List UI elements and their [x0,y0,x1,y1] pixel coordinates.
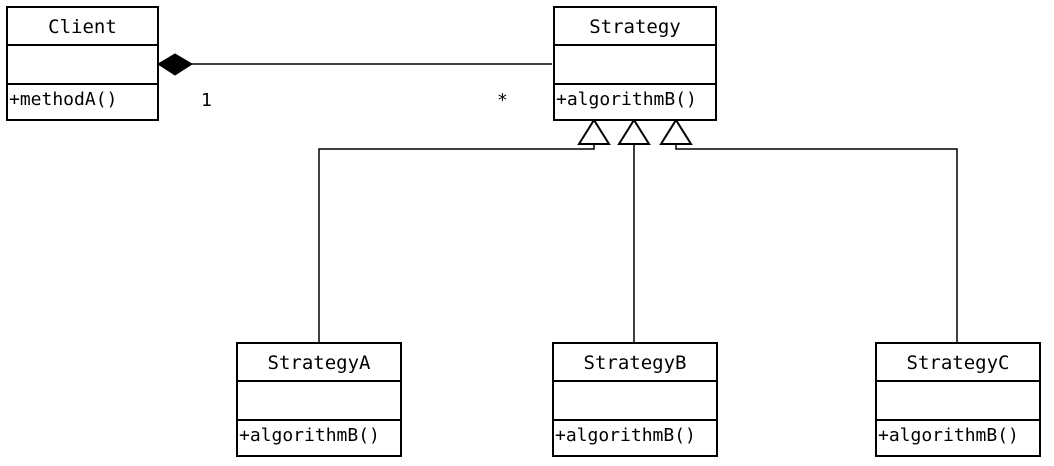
multiplicity-client: 1 [201,90,212,111]
class-strategy-c[interactable]: StrategyC +algorithmB() [875,342,1041,457]
generalization-line-a [318,144,595,342]
composition-diamond [157,53,193,76]
attributes-compartment [877,382,1039,421]
inheritance-arrow-c [659,118,693,145]
class-strategy-b[interactable]: StrategyB +algorithmB() [552,342,718,457]
class-name: StrategyC [877,344,1039,382]
class-name: Client [8,8,157,46]
attributes-compartment [555,46,715,85]
inheritance-arrow-b [617,118,651,145]
class-strategy-a[interactable]: StrategyA +algorithmB() [236,342,402,457]
operation: +algorithmB() [878,425,1019,446]
operation: +algorithmB() [556,89,697,110]
multiplicity-strategy: * [497,90,508,111]
operation: +algorithmB() [555,425,696,446]
attributes-compartment [554,382,716,421]
generalization-line-c [675,144,958,342]
inheritance-arrow-a [577,118,611,145]
class-name: StrategyA [238,344,400,382]
operation: +algorithmB() [239,425,380,446]
class-name: Strategy [555,8,715,46]
class-strategy[interactable]: Strategy +algorithmB() [553,6,717,121]
class-name: StrategyB [554,344,716,382]
operation: +methodA() [9,89,118,110]
class-client[interactable]: Client +methodA() [6,6,159,121]
attributes-compartment [8,46,157,85]
attributes-compartment [238,382,400,421]
